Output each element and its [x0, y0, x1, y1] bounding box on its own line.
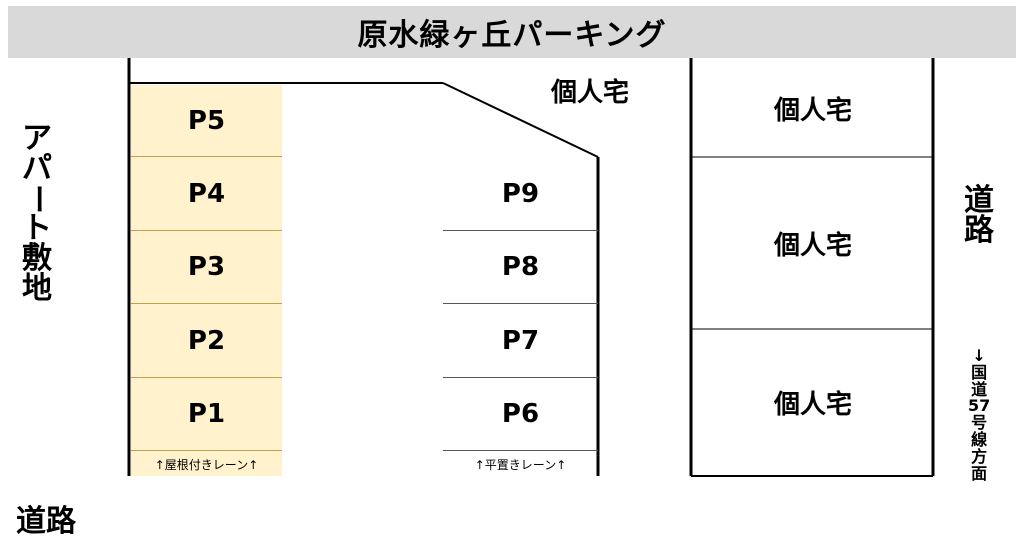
title-text: 原水緑ヶ丘パーキング — [357, 18, 667, 53]
apartment-site-label: ア パ ー ト 敷 地 — [20, 121, 55, 306]
roofed-divider — [131, 377, 282, 378]
direction-char: 方 — [971, 446, 988, 466]
open-divider — [443, 450, 598, 451]
diagonal-boundary — [442, 82, 599, 158]
open-divider — [443, 230, 598, 231]
space-label: P3 — [187, 252, 226, 282]
direction-char: 国 — [971, 362, 988, 382]
private-house-label: 個人宅 — [550, 77, 629, 108]
right-road-label: 道 路 — [964, 186, 994, 246]
direction-char: 道 — [971, 379, 988, 399]
space-label: P6 — [501, 399, 540, 429]
parking-space-p5: P5 — [131, 85, 282, 156]
direction-char: 57 — [968, 396, 991, 416]
direction-note: ↓ 国 道 57 号 線 方 面 — [968, 346, 991, 483]
private-house-label: 個人宅 — [773, 95, 852, 126]
parking-space-p7: P7 — [443, 304, 598, 377]
apartment-site-char: ト — [22, 211, 52, 246]
roofed-divider — [131, 230, 282, 231]
parking-space-p4: P4 — [131, 157, 282, 230]
parking-space-p8: P8 — [443, 231, 598, 303]
space-label: P7 — [501, 325, 540, 356]
parking-space-p6: P6 — [443, 378, 598, 450]
right-road-char: 道 — [964, 183, 994, 218]
roofed-divider — [131, 156, 282, 157]
space-label: P8 — [501, 252, 540, 282]
page-title: 原水緑ヶ丘パーキング — [8, 6, 1016, 58]
parking-space-p2: P2 — [131, 304, 282, 377]
parking-space-p1: P1 — [131, 378, 282, 450]
direction-char: 面 — [971, 463, 988, 483]
roofed-lane-caption: ↑屋根付きレーン↑ — [154, 458, 259, 472]
open-divider — [443, 303, 598, 304]
space-label: P4 — [187, 178, 226, 209]
bottom-road-label: 道路 — [16, 504, 76, 539]
direction-char: 号 — [971, 413, 988, 433]
roofed-divider — [131, 450, 282, 451]
space-label: P9 — [501, 178, 540, 209]
apartment-site-char: 地 — [22, 271, 52, 306]
roofed-lane — [131, 85, 282, 476]
apartment-site-char: パ — [22, 151, 52, 186]
direction-arrow: ↓ — [972, 346, 986, 365]
open-divider — [443, 377, 598, 378]
apartment-site-char: 敷 — [22, 241, 52, 276]
roofed-divider — [131, 303, 282, 304]
space-label: P5 — [187, 105, 226, 136]
apartment-site-char: ア — [22, 121, 52, 156]
space-label: P1 — [187, 399, 226, 429]
parking-space-p3: P3 — [131, 231, 282, 303]
open-lane-caption: ↑平置きレーン↑ — [474, 458, 567, 472]
private-house-label: 個人宅 — [773, 390, 852, 420]
parking-space-p9: P9 — [443, 157, 598, 230]
space-label: P2 — [187, 325, 226, 356]
direction-char: 線 — [971, 429, 988, 449]
right-road-char: 路 — [964, 213, 994, 248]
private-house-label: 個人宅 — [773, 230, 852, 261]
